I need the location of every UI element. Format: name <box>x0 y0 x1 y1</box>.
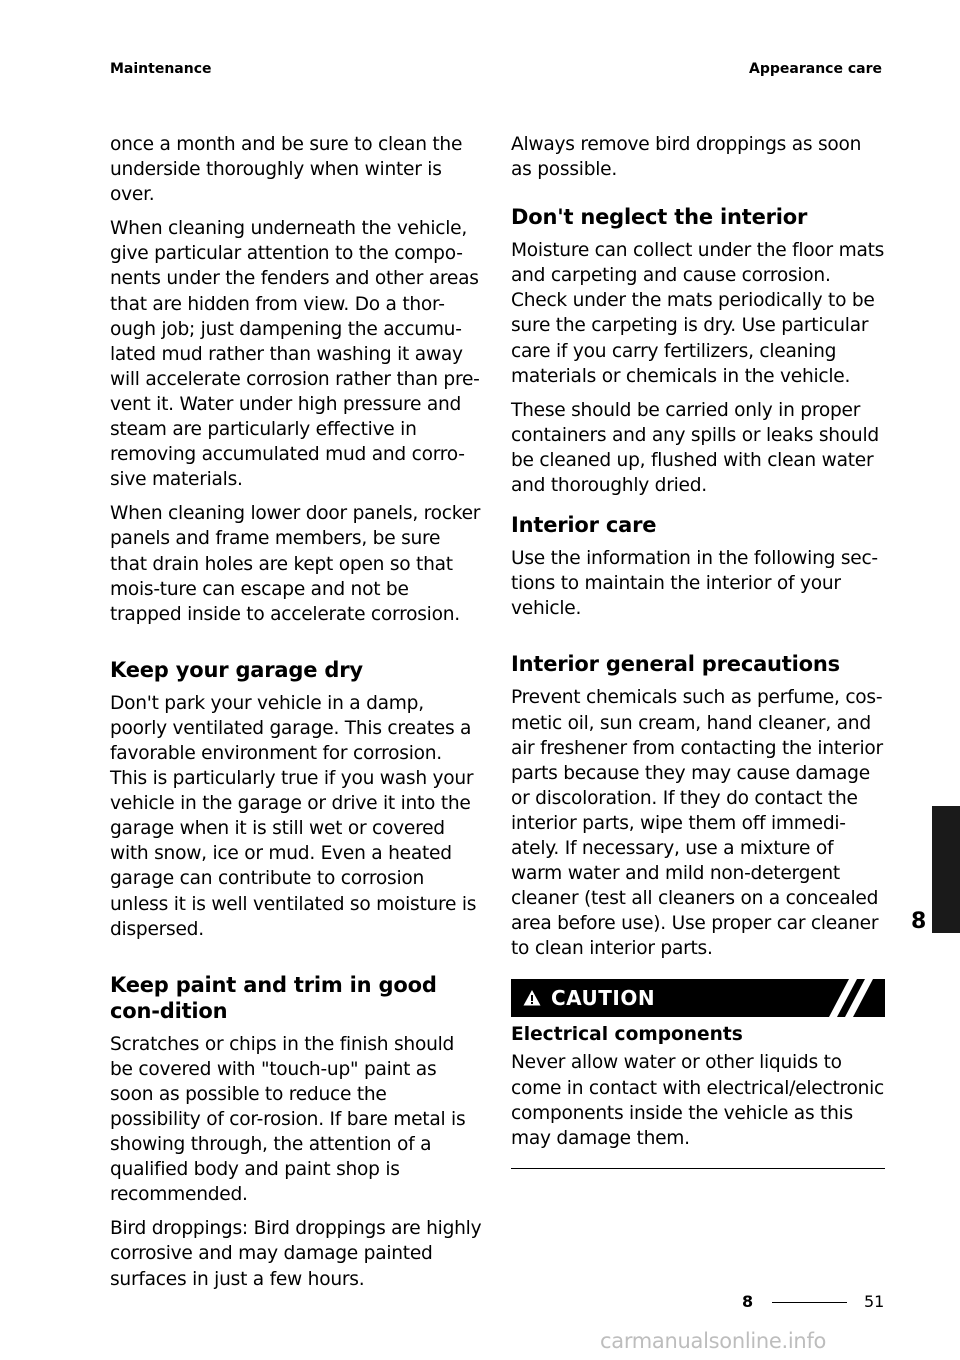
chapter-tab-number: 8 <box>911 909 927 934</box>
paragraph-precautions: Prevent chemicals such as perfume, cos-m… <box>511 687 883 960</box>
footer-page-number: 51 <box>864 1292 885 1311</box>
left-column: once a month and be sure to clean the un… <box>110 132 482 1301</box>
warning-triangle-icon <box>523 990 541 1006</box>
heading-interior-care: Interior care <box>511 513 657 538</box>
heading-paint-trim: Keep paint and trim in good con-dition <box>110 972 437 1023</box>
watermark: carmanualsonline.info <box>600 1329 827 1353</box>
caution-text: Never allow water or other liquids to co… <box>511 1052 885 1149</box>
heading-interior-neglect: Don't neglect the interior <box>511 205 808 230</box>
paragraph-remove-droppings: Always remove bird droppings as soon as … <box>511 134 862 181</box>
running-header-section: Maintenance <box>110 61 212 77</box>
paragraph-containers: These should be carried only in proper c… <box>511 399 879 497</box>
footer-divider <box>772 1302 847 1303</box>
caution-title: Electrical components <box>511 1024 743 1046</box>
paragraph-moisture: Moisture can collect under the floor mat… <box>511 240 885 387</box>
paragraph-bird-droppings: Bird droppings: Bird droppings are highl… <box>110 1218 482 1290</box>
caution-end-rule <box>511 1167 885 1169</box>
paragraph-garage-dry: Don't park your vehicle in a damp, poorl… <box>110 692 477 940</box>
heading-general-precautions: Interior general precautions <box>511 652 840 677</box>
footer-chapter-number: 8 <box>742 1292 754 1311</box>
right-column: Always remove bird droppings as soon as … <box>511 132 885 1169</box>
chapter-thumb-tab <box>932 806 960 933</box>
paragraph-scratches: Scratches or chips in the finish should … <box>110 1033 466 1206</box>
running-header-topic: Appearance care <box>749 61 882 77</box>
paragraph-interior-care: Use the information in the following sec… <box>511 548 878 620</box>
paragraph-underside: once a month and be sure to clean the un… <box>110 134 463 206</box>
paragraph-drain-holes: When cleaning lower door panels, rocker … <box>110 503 481 625</box>
caution-stripes-decoration <box>829 979 873 1018</box>
caution-label: CAUTION <box>551 986 656 1011</box>
paragraph-cleaning-underneath: When cleaning underneath the vehicle, gi… <box>110 218 480 491</box>
caution-banner: CAUTION <box>511 979 885 1018</box>
heading-garage-dry: Keep your garage dry <box>110 657 363 682</box>
